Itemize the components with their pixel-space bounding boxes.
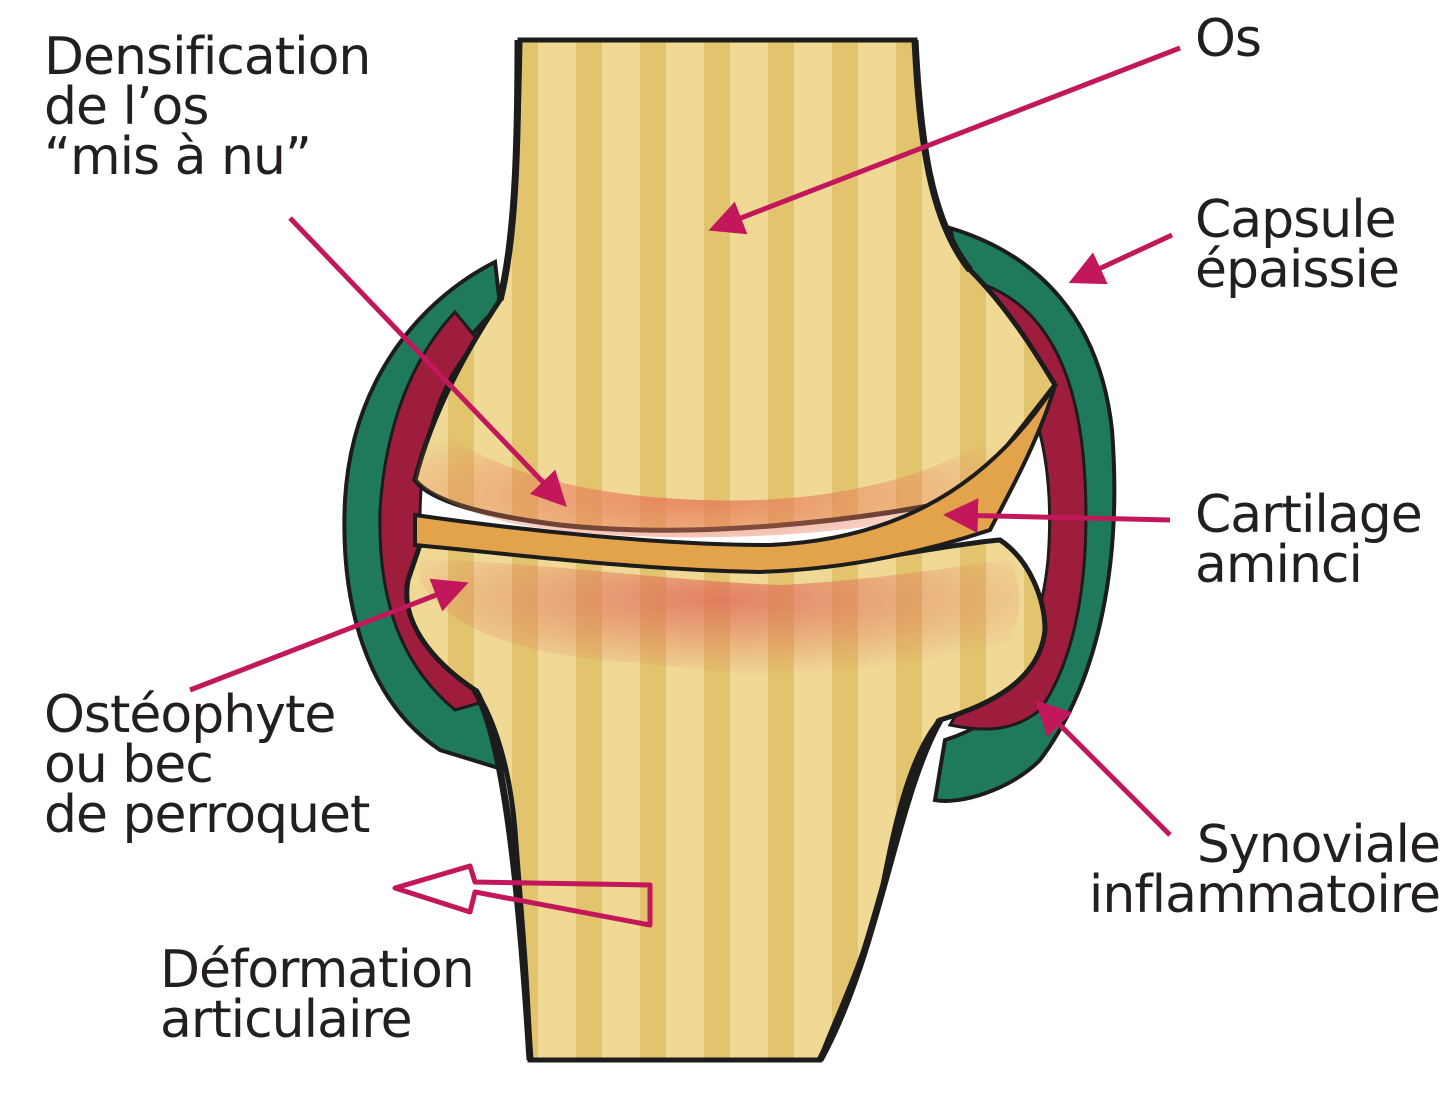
- label-deformation-line-2: articulaire: [160, 995, 474, 1045]
- label-osteophyte-line-2: ou bec: [44, 740, 369, 790]
- label-synoviale: Synoviale inflammatoire: [1080, 820, 1440, 920]
- label-osteophyte-line-1: Ostéophyte: [44, 690, 369, 740]
- label-os-line-1: Os: [1195, 14, 1261, 64]
- label-cartilage: Cartilage aminci: [1195, 490, 1422, 590]
- label-capsule-line-1: Capsule: [1195, 195, 1399, 245]
- label-capsule: Capsule épaissie: [1195, 195, 1399, 295]
- label-osteophyte: Ostéophyte ou bec de perroquet: [44, 690, 369, 840]
- label-densification-line-3: “mis à nu”: [44, 132, 370, 182]
- label-osteophyte-line-3: de perroquet: [44, 790, 369, 840]
- arrow-synoviale: [1040, 705, 1170, 835]
- label-capsule-line-2: épaissie: [1195, 245, 1399, 295]
- label-densification: Densification de l’os “mis à nu”: [44, 32, 370, 182]
- label-cartilage-line-2: aminci: [1195, 540, 1422, 590]
- label-cartilage-line-1: Cartilage: [1195, 490, 1422, 540]
- label-deformation: Déformation articulaire: [160, 945, 474, 1045]
- label-densification-line-1: Densification: [44, 32, 370, 82]
- label-os: Os: [1195, 14, 1261, 64]
- label-synoviale-line-1: Synoviale: [1080, 820, 1440, 870]
- arrow-capsule: [1075, 235, 1172, 280]
- label-deformation-line-1: Déformation: [160, 945, 474, 995]
- label-densification-line-2: de l’os: [44, 82, 370, 132]
- label-synoviale-line-2: inflammatoire: [1080, 870, 1440, 920]
